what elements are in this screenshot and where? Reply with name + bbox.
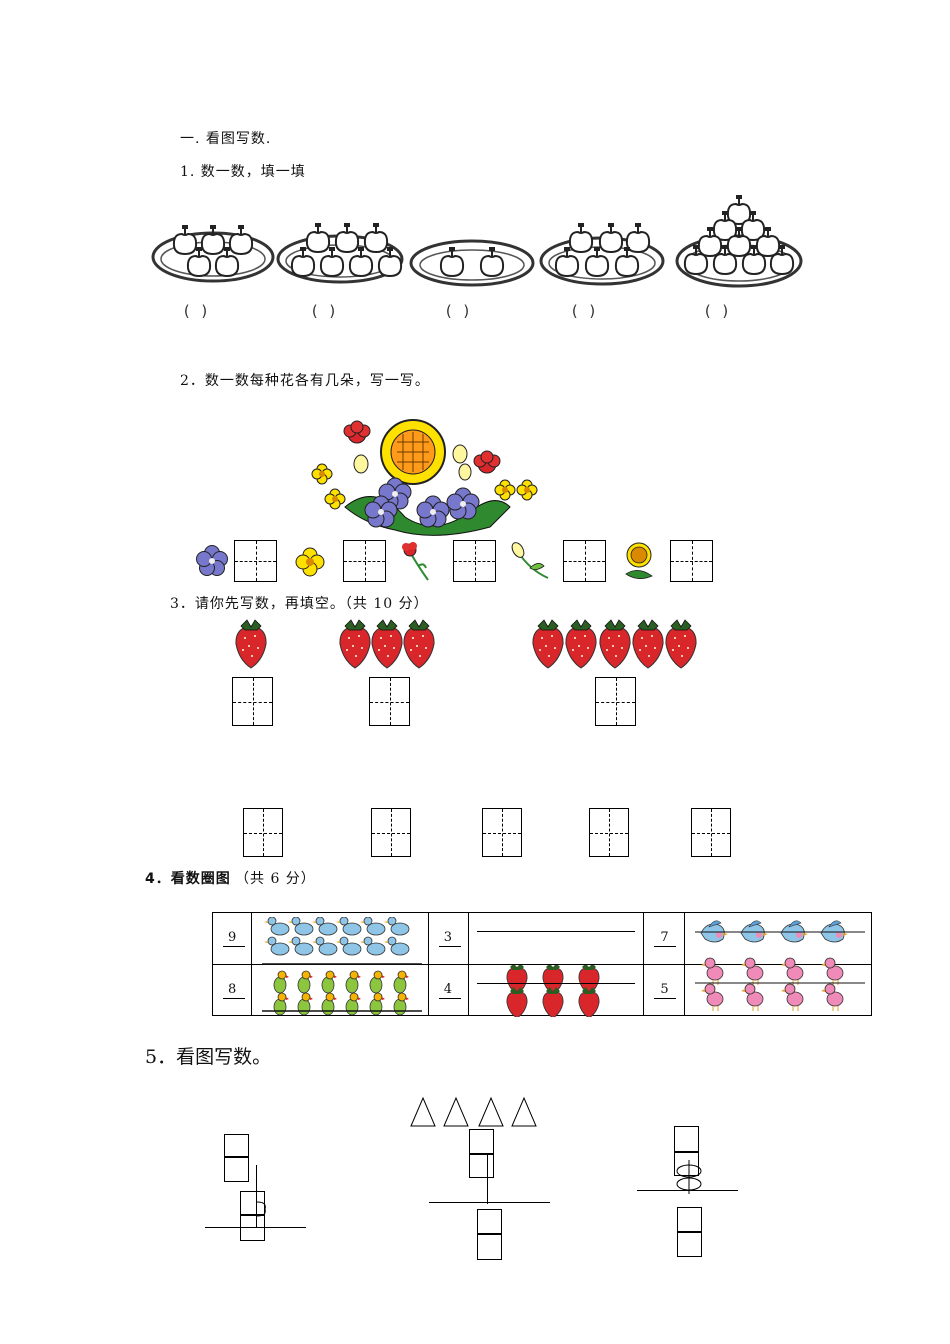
number-cell: 7 xyxy=(643,912,685,965)
fill-box-5[interactable] xyxy=(691,808,731,857)
strawberry xyxy=(565,619,597,669)
lower-box-middle[interactable] xyxy=(477,1209,502,1234)
strawberry xyxy=(235,619,267,669)
strawberry xyxy=(599,619,631,669)
yellow-flower-icon xyxy=(295,547,325,577)
flower-bouquet xyxy=(311,419,538,536)
apple-plates xyxy=(151,194,803,288)
answer-box-tulip[interactable] xyxy=(563,540,606,582)
parrot-cell[interactable] xyxy=(250,964,429,1016)
number-5: 5 xyxy=(660,982,669,997)
plate-4 xyxy=(539,222,665,286)
number-8: 8 xyxy=(228,982,237,997)
triangle-row xyxy=(410,1096,537,1127)
bird-group xyxy=(694,920,865,943)
answer-paren-4[interactable]: ( ) xyxy=(570,302,598,320)
number-cell: 8 xyxy=(212,964,252,1016)
fill-box-4[interactable] xyxy=(589,808,629,857)
number-4: 4 xyxy=(443,982,452,997)
empty-cell[interactable] xyxy=(468,912,645,965)
answer-box-violet[interactable] xyxy=(234,540,277,582)
strawberry xyxy=(339,619,371,669)
q4-points: （共 6 分） xyxy=(235,871,316,887)
number-cell: 4 xyxy=(427,964,470,1016)
answer-paren-2[interactable]: ( ) xyxy=(310,302,338,320)
strawberry xyxy=(632,619,664,669)
bird-cell[interactable] xyxy=(683,912,873,965)
chick-cell[interactable] xyxy=(683,957,873,1016)
q2-label: 2．数一数每种花各有几朵，写一写。 xyxy=(180,373,430,389)
lower-box-middle[interactable] xyxy=(477,1234,502,1260)
lower-box-right[interactable] xyxy=(677,1207,702,1232)
upper-box-right[interactable] xyxy=(674,1126,699,1152)
upper-box-right[interactable] xyxy=(674,1152,699,1176)
plate-3 xyxy=(409,239,535,287)
baseline xyxy=(637,1190,738,1191)
q4-label: 4．看数圈图 xyxy=(145,871,231,887)
answer-box-yellow[interactable] xyxy=(343,540,386,582)
q1-label: 1. 数一数，填一填 xyxy=(180,164,306,180)
answer-box-strawberry-3[interactable] xyxy=(369,677,410,726)
red-carnation-icon xyxy=(402,542,429,581)
number-7: 7 xyxy=(660,930,669,945)
strawberry-cell[interactable] xyxy=(468,964,645,1017)
answer-box-strawberry-5[interactable] xyxy=(595,677,636,726)
q3-label: 3．请你先写数，再填空。（共 10 分） xyxy=(170,596,429,612)
upper-box-middle[interactable] xyxy=(469,1129,494,1154)
number-cell: 9 xyxy=(212,912,252,965)
number-3: 3 xyxy=(443,930,452,945)
lower-box-left[interactable] xyxy=(240,1215,265,1241)
q5-label: 5．看图写数。 xyxy=(145,1046,272,1068)
plate-2 xyxy=(276,222,404,284)
answer-box-strawberry-1[interactable] xyxy=(232,677,273,726)
strawberry xyxy=(371,619,403,669)
baseline xyxy=(429,1202,550,1203)
number-cell: 3 xyxy=(427,912,470,965)
lower-box-right[interactable] xyxy=(677,1232,702,1257)
stick xyxy=(487,1154,488,1204)
answer-paren-5[interactable]: ( ) xyxy=(703,302,731,320)
strawberry-groups xyxy=(235,619,697,669)
upper-box-middle[interactable] xyxy=(469,1154,494,1178)
stick xyxy=(256,1165,257,1227)
duck-cell[interactable] xyxy=(250,912,429,965)
plate-5 xyxy=(675,194,803,288)
answer-box-carnation[interactable] xyxy=(453,540,496,582)
duck-group xyxy=(261,917,422,965)
section-heading: 一. 看图写数. xyxy=(180,131,272,147)
strawberry-group xyxy=(506,965,600,1017)
fill-box-1[interactable] xyxy=(243,808,283,857)
answer-paren-3[interactable]: ( ) xyxy=(444,302,472,320)
ring-shape xyxy=(676,1160,702,1194)
circle-count-table: 9 3 xyxy=(212,912,873,1017)
number-cell: 5 xyxy=(643,964,685,1016)
strawberry xyxy=(532,619,564,669)
tulip-bud-icon xyxy=(511,542,549,579)
fill-box-3[interactable] xyxy=(482,808,522,857)
fill-box-2[interactable] xyxy=(371,808,411,857)
lower-box-left[interactable] xyxy=(240,1191,265,1215)
sunflower-icon xyxy=(625,542,653,579)
answer-paren-1[interactable]: ( ) xyxy=(182,302,210,320)
upper-box-left[interactable] xyxy=(224,1134,249,1157)
number-9: 9 xyxy=(228,930,237,945)
plate-1 xyxy=(151,224,275,283)
strawberry xyxy=(403,619,435,669)
parrot-group xyxy=(261,970,422,1015)
answer-box-sunflower[interactable] xyxy=(670,540,713,582)
violet-flower-icon xyxy=(196,545,228,576)
baseline xyxy=(205,1227,306,1228)
upper-box-left[interactable] xyxy=(224,1157,249,1182)
strawberry xyxy=(665,619,697,669)
chick-group xyxy=(694,957,865,1012)
